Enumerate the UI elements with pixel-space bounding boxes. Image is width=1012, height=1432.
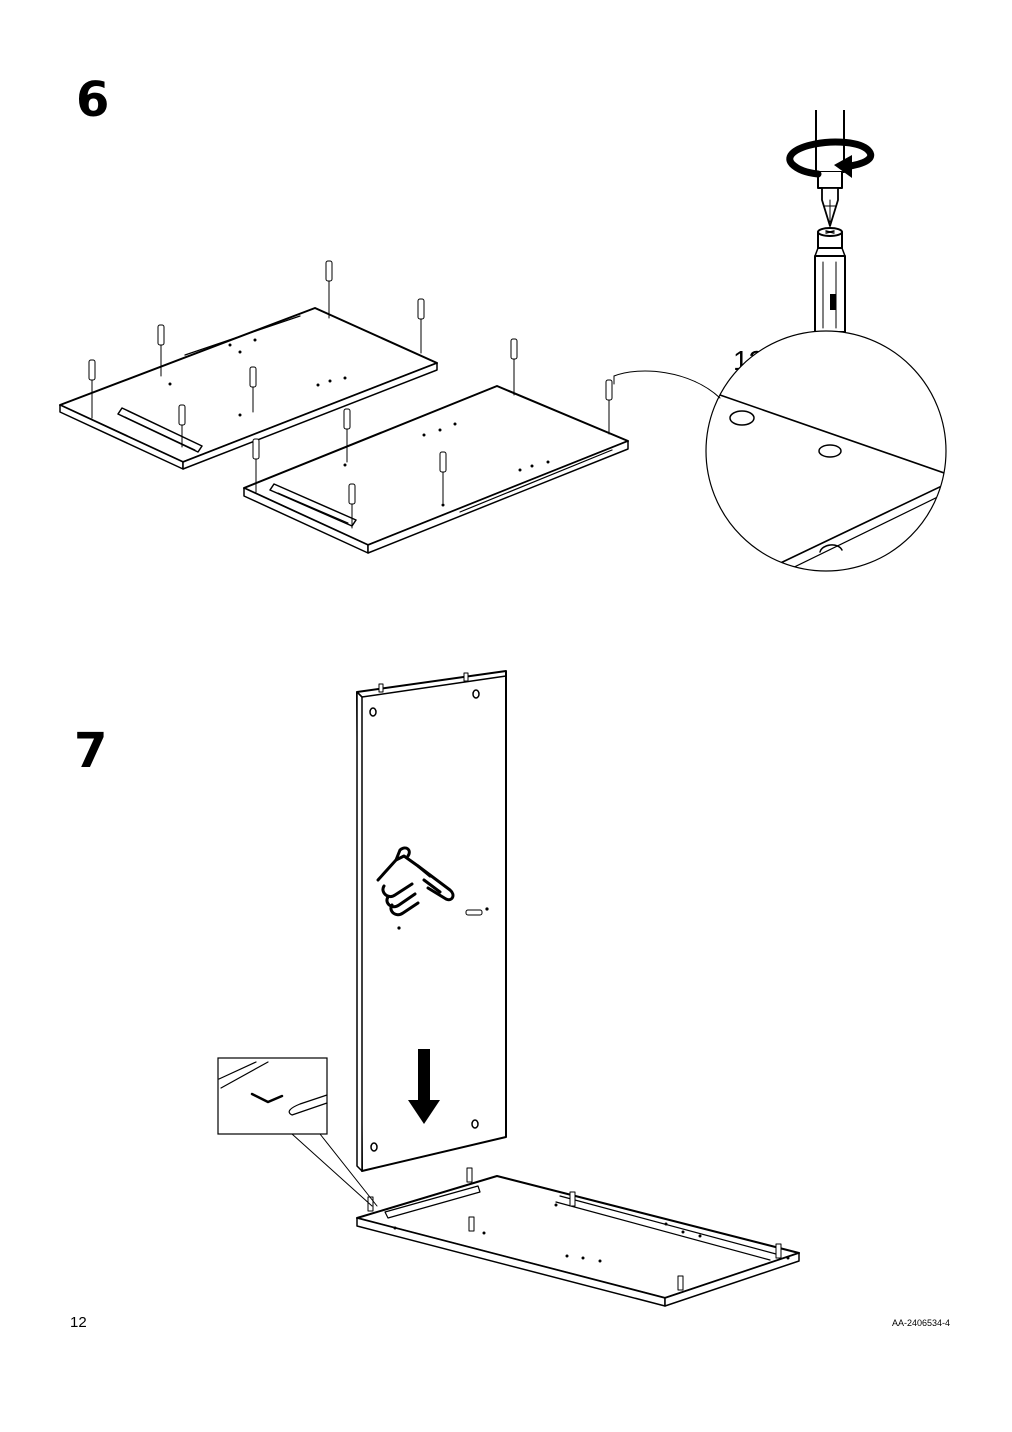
dowel: [88, 359, 96, 419]
dowel: [348, 483, 356, 529]
dowel: [157, 324, 165, 377]
down-arrow-icon: [408, 1049, 440, 1124]
dowel: [249, 366, 257, 413]
dowel: [439, 451, 447, 504]
step-6-number: 6: [76, 72, 110, 128]
detail-inset: [217, 1057, 378, 1207]
shelf-panel-2: [243, 338, 629, 554]
dowel: [178, 404, 186, 448]
dowel: [343, 408, 351, 463]
dowel: [417, 298, 425, 354]
shelf-panel-1: [59, 260, 438, 470]
dowel: [605, 379, 613, 435]
dowel: [325, 260, 333, 319]
page-number: 12: [70, 1314, 87, 1331]
magnifier-callout-icon: [613, 330, 947, 572]
side-panel: [356, 670, 507, 1172]
step-7-number: 7: [74, 723, 108, 779]
dowel: [510, 338, 518, 396]
bottom-panel: [356, 1167, 800, 1307]
document-code: AA-2406534-4: [891, 1318, 950, 1328]
rotation-arrow-icon: [786, 138, 875, 178]
dowel: [252, 438, 260, 493]
pointing-hand-icon: [376, 846, 455, 917]
